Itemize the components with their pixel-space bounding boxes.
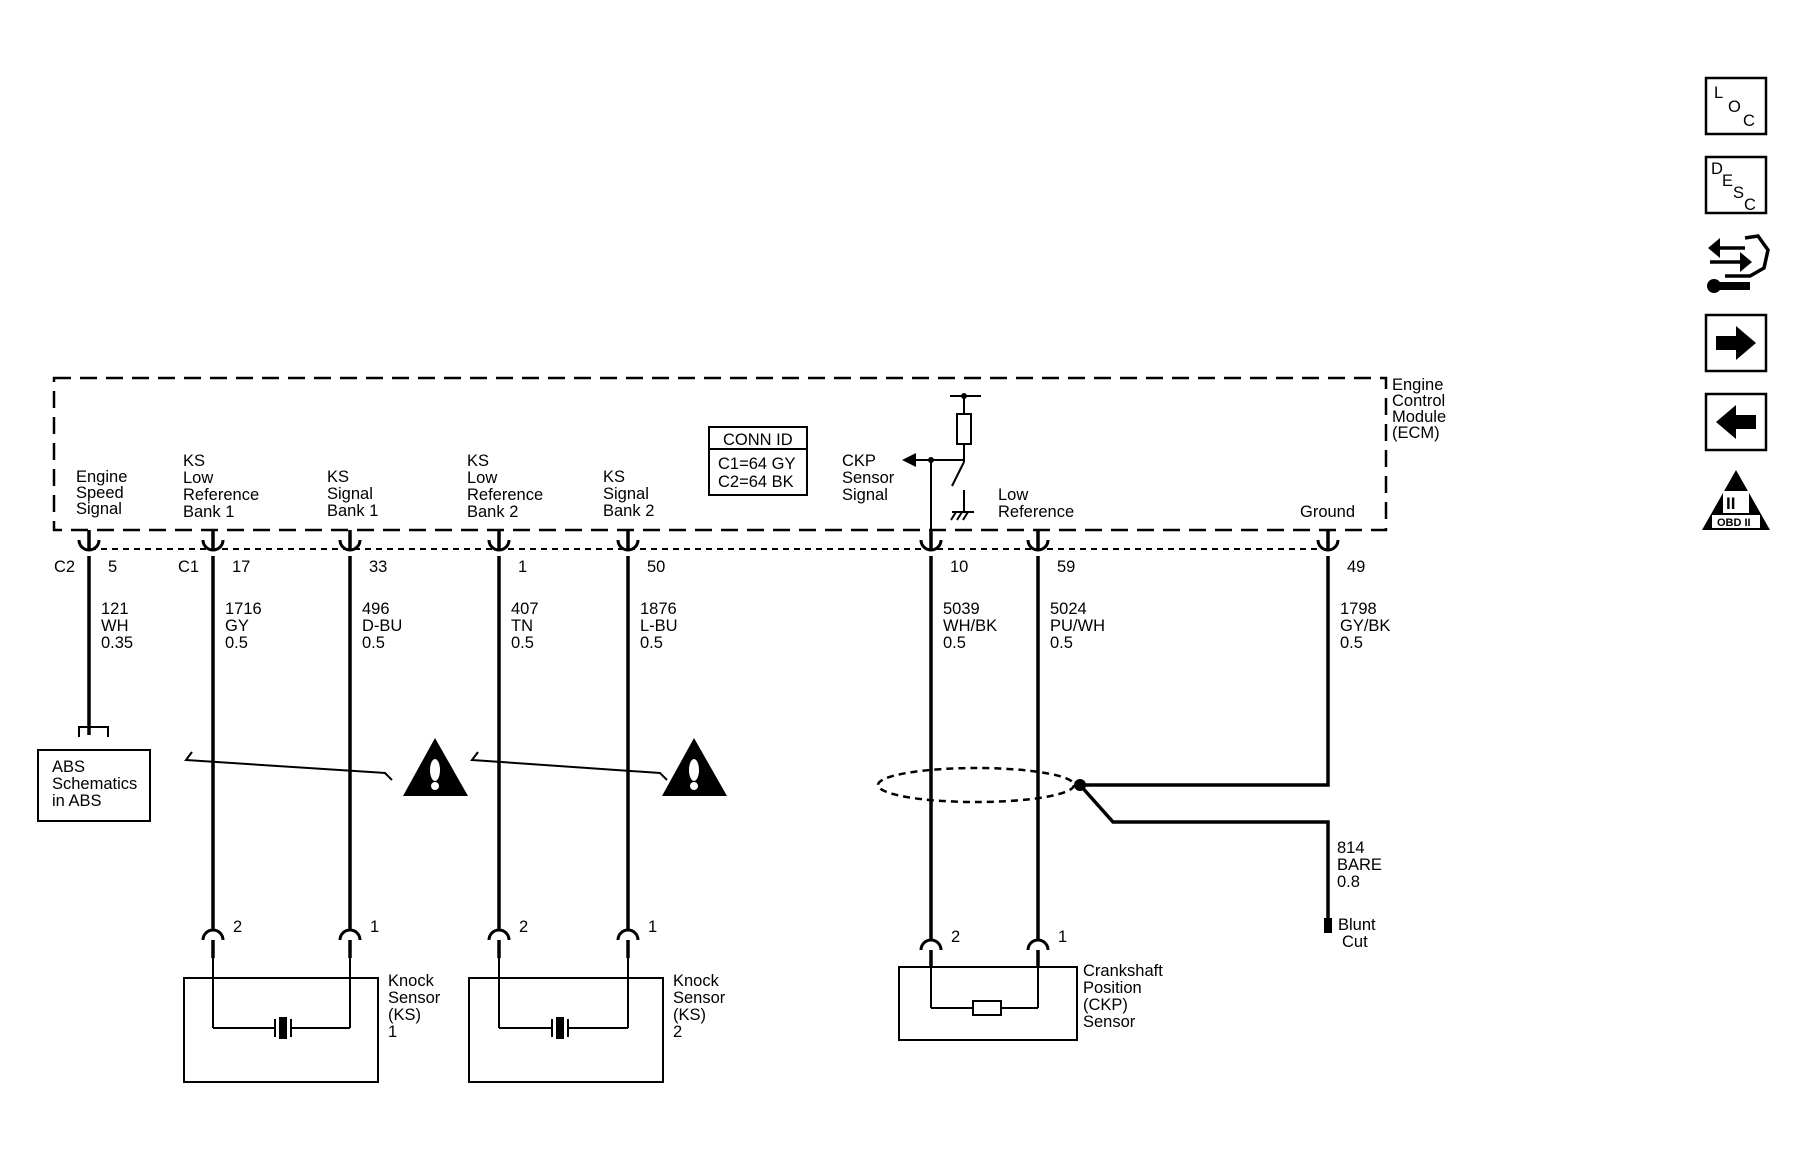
connector-c1-label: C1 xyxy=(178,558,199,576)
svg-text:OBD II: OBD II xyxy=(1717,517,1751,529)
svg-text:E: E xyxy=(1722,172,1733,190)
pin-number: 49 xyxy=(1347,558,1365,576)
obd-ii-icon[interactable]: II OBD II xyxy=(1702,470,1770,530)
connector-end-view-icon[interactable] xyxy=(1707,234,1770,293)
knock-sensor-2 xyxy=(468,940,664,1083)
pin-number: 33 xyxy=(369,558,387,576)
sensor-pin-number: 1 xyxy=(1058,928,1067,946)
pin-number: 10 xyxy=(950,558,968,576)
svg-text:in ABS: in ABS xyxy=(52,792,102,810)
ecm-label: Engine Control Module (ECM) xyxy=(1392,376,1451,442)
sensor-connectors: 2 1 2 1 2 1 xyxy=(201,918,1067,968)
warning-icon[interactable] xyxy=(403,738,468,796)
sensor-pin-number: 2 xyxy=(233,918,242,936)
sensor-pin-number: 2 xyxy=(519,918,528,936)
pin-number: 5 xyxy=(108,558,117,576)
sensor-pin-number: 1 xyxy=(648,918,657,936)
pin-label-ground: Ground xyxy=(1300,503,1355,521)
sensor-pin-connector: 1 xyxy=(616,918,657,958)
pin-label-engine-speed: Engine Speed Signal xyxy=(76,468,132,518)
description-button[interactable]: D E S C xyxy=(1704,155,1768,215)
pin-number: 1 xyxy=(518,558,527,576)
sensor-pin-number: 1 xyxy=(370,918,379,936)
arrow-left-icon[interactable] xyxy=(1704,392,1768,452)
sensor-pin-connector: 1 xyxy=(338,918,379,958)
svg-text:O: O xyxy=(1728,98,1741,116)
wires xyxy=(87,556,1332,940)
svg-text:II: II xyxy=(1726,494,1735,513)
svg-text:C: C xyxy=(1743,112,1755,130)
pin-label-ks-signal-bank1: KS Signal Bank 1 xyxy=(327,468,378,520)
pin-label-ks-signal-bank2: KS Signal Bank 2 xyxy=(603,468,654,520)
abs-schematics-box[interactable]: ABS Schematics in ABS xyxy=(37,726,151,822)
pin-label-ks-low-ref-bank1: KS Low Reference Bank 1 xyxy=(183,452,264,521)
conn-id-box: CONN ID C1=64 GY C2=64 BK xyxy=(708,426,808,496)
wire-1798 xyxy=(1080,556,1330,787)
ckp-sensor xyxy=(898,950,1078,1041)
location-button[interactable]: L O C xyxy=(1704,76,1768,136)
knock-sensor-1-label: Knock Sensor (KS) 1 xyxy=(388,972,445,1041)
pin-connector: 1 xyxy=(487,530,527,576)
wire-814-drain xyxy=(1078,783,1330,930)
pin-connectors: 5 17 33 1 50 10 59 49 xyxy=(77,530,1365,576)
knock-sensor-2-label: Knock Sensor (KS) 2 xyxy=(673,972,730,1041)
pin-connector: 50 xyxy=(616,530,665,576)
pin-connector: 5 xyxy=(77,530,117,576)
svg-text:L: L xyxy=(1714,84,1723,102)
sensor-pin-connector: 1 xyxy=(1026,928,1067,968)
sensor-pin-number: 2 xyxy=(951,928,960,946)
sensor-pin-connector: 2 xyxy=(487,918,528,958)
svg-text:ABS: ABS xyxy=(52,758,85,776)
pin-label-ckp-signal: CKP Sensor Signal xyxy=(842,452,899,504)
svg-text:C2=64 BK: C2=64 BK xyxy=(718,473,794,491)
ckp-sensor-label: Crankshaft Position (CKP) Sensor xyxy=(1083,962,1167,1031)
svg-text:D: D xyxy=(1711,160,1723,178)
ckp-internal-circuit xyxy=(902,393,981,548)
pin-label-low-reference: Low Reference xyxy=(998,486,1074,521)
svg-text:S: S xyxy=(1733,184,1744,202)
svg-text:Schematics: Schematics xyxy=(52,775,137,793)
sensor-pin-connector: 2 xyxy=(201,918,242,958)
blunt-cut-label: Blunt Cut xyxy=(1338,916,1380,951)
svg-text:C: C xyxy=(1744,196,1756,214)
pin-number: 17 xyxy=(232,558,250,576)
svg-text:C1=64 GY: C1=64 GY xyxy=(718,455,796,473)
pin-number: 50 xyxy=(647,558,665,576)
pin-label-ks-low-ref-bank2: KS Low Reference Bank 2 xyxy=(467,452,548,521)
twisted-pair-bank2 xyxy=(470,751,668,781)
knock-sensor-1 xyxy=(183,940,379,1083)
pin-number: 59 xyxy=(1057,558,1075,576)
pin-connector: 17 xyxy=(201,530,250,576)
shield-ellipse xyxy=(876,766,1086,804)
svg-text:CONN ID: CONN ID xyxy=(723,431,793,449)
sensor-pin-connector: 2 xyxy=(919,928,960,968)
warning-icon[interactable] xyxy=(662,738,727,796)
pin-connector: 10 xyxy=(919,530,968,576)
pin-connector: 33 xyxy=(338,530,387,576)
arrow-right-icon[interactable] xyxy=(1704,313,1768,373)
connector-c2-label: C2 xyxy=(54,558,75,576)
twisted-pair-bank1 xyxy=(184,751,393,781)
pin-connector: 59 xyxy=(1026,530,1075,576)
pin-connector: 49 xyxy=(1316,530,1365,576)
ecm-boundary xyxy=(52,376,1388,532)
drain-wire-label: 814 BARE 0.8 xyxy=(1337,839,1387,891)
